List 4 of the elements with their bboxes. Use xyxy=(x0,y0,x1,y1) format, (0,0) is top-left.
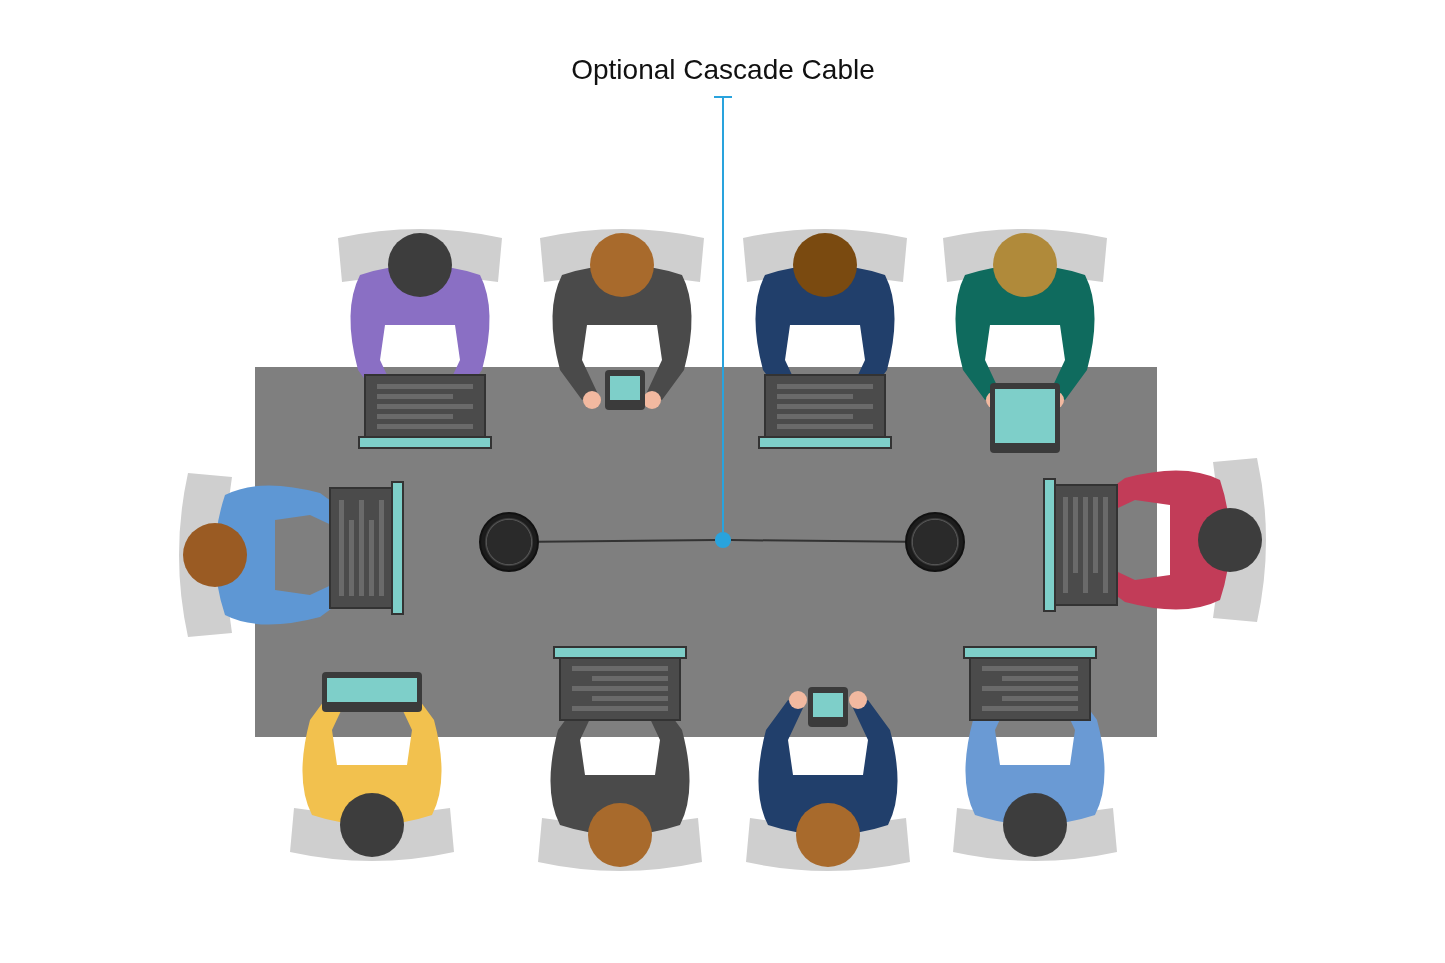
cable-line xyxy=(538,539,716,543)
callout-label: Optional Cascade Cable xyxy=(523,50,923,90)
leader-line xyxy=(713,96,733,533)
cable-line xyxy=(730,539,906,543)
